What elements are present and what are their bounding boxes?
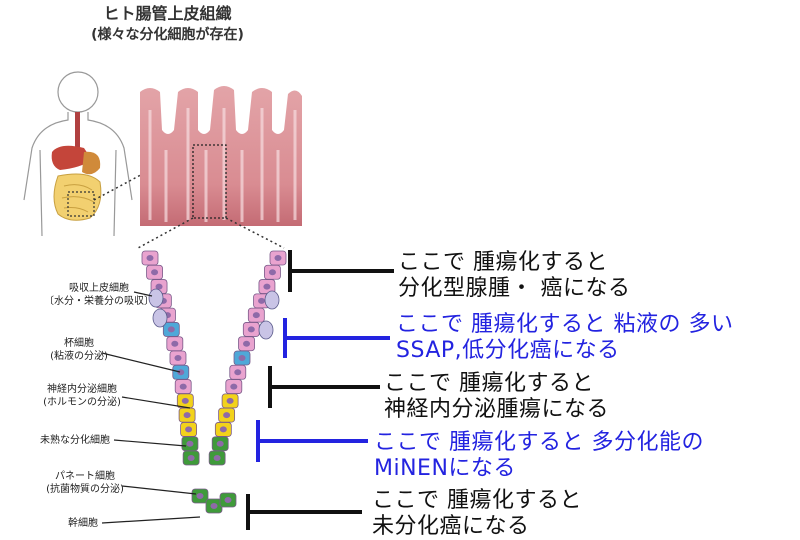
cell-nucleus: [226, 397, 234, 404]
bracket-3: [268, 366, 380, 408]
cell-nucleus: [274, 255, 282, 261]
cell-nucleus: [213, 455, 221, 461]
cell-nucleus: [238, 355, 246, 361]
cell-nucleus: [185, 426, 193, 433]
bracket-5: [246, 494, 362, 530]
cell-nucleus: [263, 283, 271, 290]
goblet-cell: [148, 288, 164, 308]
goblet-cell: [264, 290, 280, 310]
cell-nucleus: [268, 269, 276, 276]
cell-label-immature: 未熟な分化細胞: [40, 435, 110, 446]
human-body-illustration: [23, 71, 151, 237]
crypt-cell-chain: [141, 250, 287, 514]
cell-nucleus: [216, 440, 224, 447]
cell-nucleus: [210, 503, 218, 509]
cell-nucleus: [167, 326, 175, 333]
cell-nucleus: [155, 283, 163, 290]
bracket-1: [288, 250, 394, 292]
bracket-markers: [246, 250, 394, 530]
cell-nucleus: [186, 440, 194, 447]
cell-nucleus: [177, 369, 185, 376]
diagram-title: ヒト腸管上皮組織: [103, 4, 232, 23]
cell-label-goblet: 杯細胞(粘液の分泌): [50, 338, 108, 362]
cell-nucleus: [151, 269, 159, 276]
bracket-2: [283, 318, 390, 358]
cell-nucleus: [196, 493, 204, 499]
label-leader-lines: [101, 291, 201, 524]
cell-label-paneth: パネート細胞(抗菌物質の分泌): [46, 471, 124, 495]
bracket-4: [256, 420, 368, 462]
cell-nucleus: [243, 340, 251, 347]
cell-nucleus: [174, 355, 182, 361]
goblet-cell: [258, 320, 274, 340]
cell-nucleus: [179, 383, 187, 390]
villi-illustration: [137, 86, 302, 249]
cell-nucleus: [252, 312, 260, 319]
cell-nucleus: [258, 297, 266, 304]
annotation-differentiated-cancer: ここで 腫瘍化すると分化型腺腫・ 癌になる: [398, 250, 631, 301]
cell-label-absorptive: 吸収上皮細胞〔水分・栄養分の吸収〕: [44, 283, 154, 307]
diagram-subtitle: (様々な分化細胞が存在): [91, 27, 244, 43]
annotation-neuroendocrine-tumor: ここで 腫瘍化すると神経内分泌腫瘍になる: [384, 371, 610, 422]
cell-nucleus: [224, 497, 232, 503]
cell-label-neuroendocrine: 神経内分泌細胞(ホルモンの分泌): [43, 384, 121, 408]
cell-nucleus: [183, 412, 191, 419]
cell-label-stem: 幹細胞: [68, 518, 98, 529]
cell-nucleus: [247, 326, 255, 333]
cell-nucleus: [230, 383, 238, 390]
annotation-undifferentiated-cancer: ここで 腫瘍化すると未分化癌になる: [372, 488, 582, 539]
cell-nucleus: [219, 426, 227, 433]
cell-nucleus: [181, 397, 189, 404]
cell-nucleus: [234, 369, 242, 376]
cell-nucleus: [146, 255, 154, 261]
cell-nucleus: [223, 412, 231, 419]
cell-nucleus: [187, 455, 195, 461]
goblet-cell: [152, 308, 168, 328]
cell-nucleus: [171, 340, 179, 347]
